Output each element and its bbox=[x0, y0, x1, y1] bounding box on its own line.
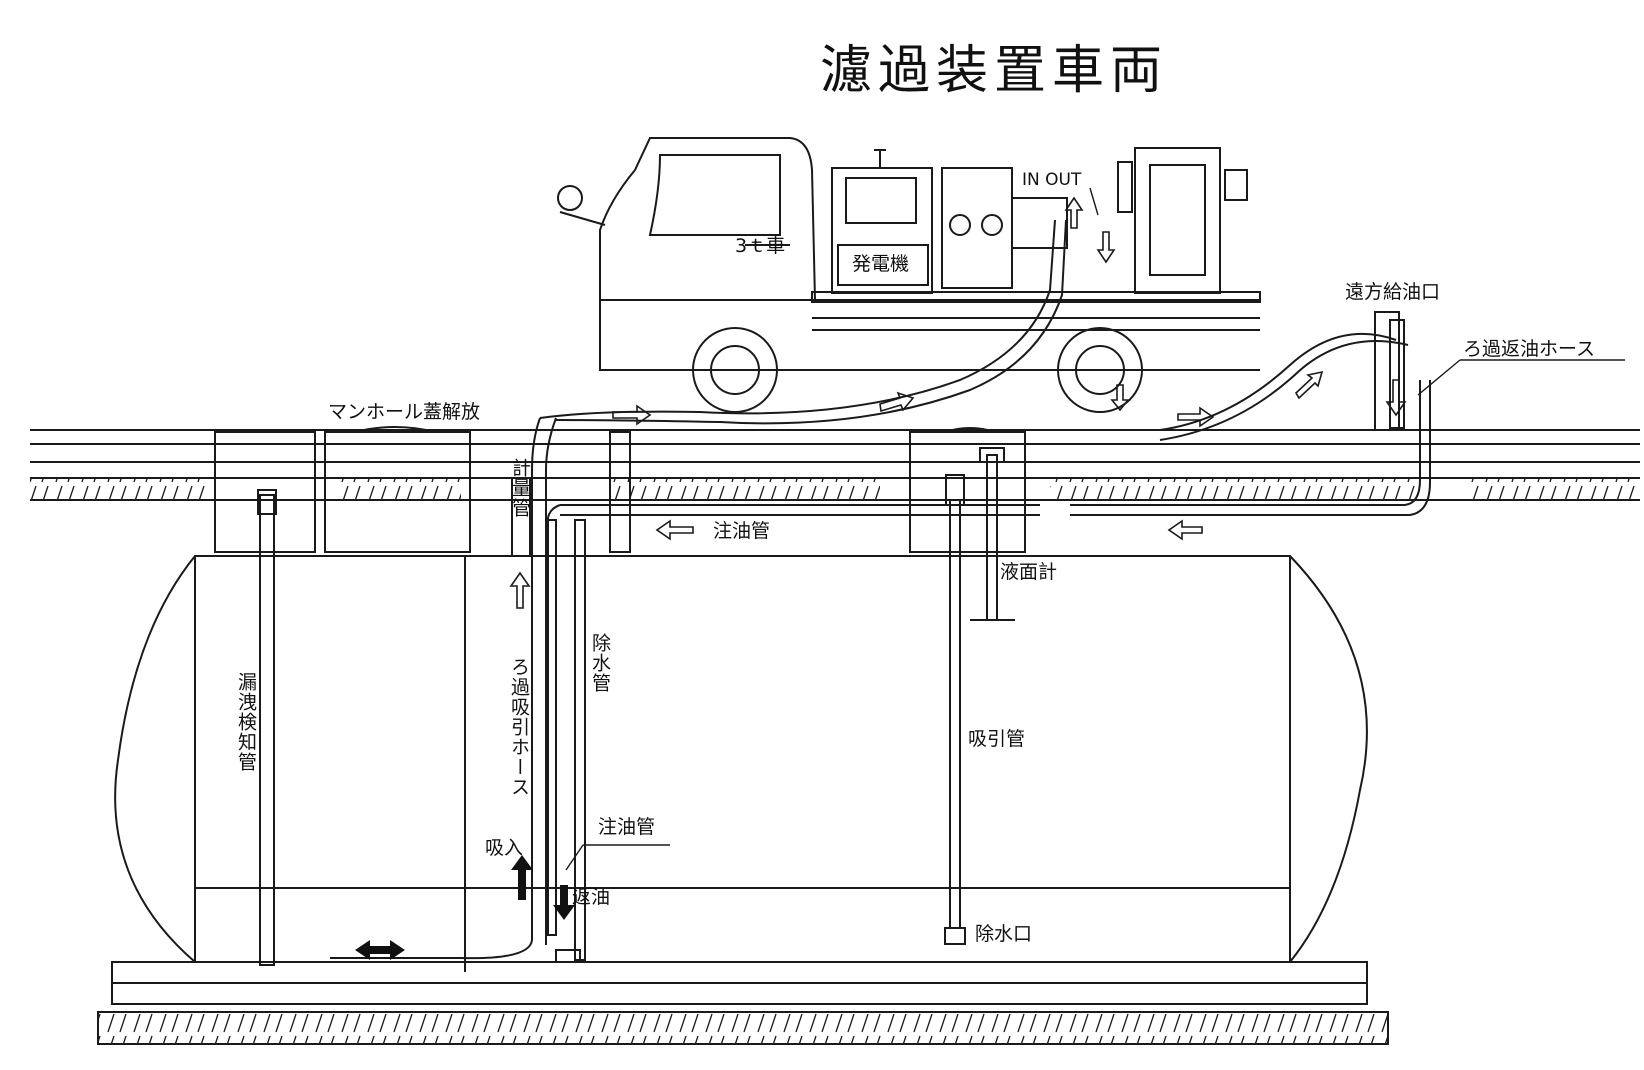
flow-arrows bbox=[509, 196, 1407, 609]
arrow-up-tank bbox=[509, 571, 531, 609]
label-generator: 発電機 bbox=[852, 253, 910, 275]
arrow-up-right bbox=[1294, 370, 1324, 400]
arrow-right-1 bbox=[612, 404, 652, 426]
diagram-title: 濾過装置車両 bbox=[820, 41, 1169, 101]
label-fill-pipe-inner: 注油管 bbox=[598, 816, 656, 838]
label-fill-pipe-top: 注油管 bbox=[713, 520, 771, 542]
label-manhole-open: マンホール蓋解放 bbox=[328, 401, 481, 423]
foundation-slab bbox=[97, 961, 1389, 1045]
fill-pipe bbox=[546, 504, 1040, 936]
label-truck-class: 3ｔ車 bbox=[735, 235, 786, 257]
arrow-left-return bbox=[1167, 519, 1203, 541]
label-filter-return-hose: ろ過返油ホース bbox=[1463, 338, 1596, 360]
arrow-down-remote bbox=[1385, 379, 1407, 417]
label-drain-pipe: 除水管 bbox=[589, 633, 611, 693]
truck bbox=[557, 137, 1261, 413]
label-filter-suction-hose: ろ過吸引ホース bbox=[508, 657, 530, 797]
arrow-right-3 bbox=[1177, 406, 1215, 428]
arrow-down-truck bbox=[1096, 231, 1116, 264]
leak-detection-pipe bbox=[257, 489, 277, 966]
label-level-gauge: 液面計 bbox=[1000, 561, 1058, 583]
level-gauge bbox=[970, 447, 1015, 621]
suction-pipe bbox=[944, 474, 966, 945]
label-metering-pipe: 計量管 bbox=[509, 458, 531, 518]
drain-pipe bbox=[555, 519, 586, 963]
manhole-pit-left bbox=[214, 426, 471, 553]
remote-fill-port bbox=[1374, 311, 1400, 431]
leader-lines bbox=[565, 187, 1625, 871]
arrow-down-wheel bbox=[1110, 384, 1130, 412]
label-in-out: IN OUT bbox=[1022, 170, 1082, 190]
road-suction-hose bbox=[539, 219, 1067, 425]
manhole-pit-center bbox=[609, 427, 1026, 553]
arrow-up-truck bbox=[1064, 196, 1084, 229]
return-arrow-icon bbox=[553, 885, 575, 920]
ground-slab bbox=[30, 429, 1640, 501]
label-suction-pipe: 吸引管 bbox=[968, 728, 1026, 750]
solid-arrows bbox=[355, 855, 575, 960]
label-return-oil: 返油 bbox=[572, 886, 611, 908]
label-remote-fill-port: 遠方給油口 bbox=[1345, 281, 1441, 303]
bidirectional-arrow-icon bbox=[355, 940, 405, 960]
label-drain-port: 除水口 bbox=[975, 923, 1033, 945]
label-leak-detection-pipe: 漏洩検知管 bbox=[235, 672, 257, 772]
arrow-left-fill bbox=[655, 519, 694, 541]
arrow-right-2 bbox=[879, 391, 915, 413]
label-suction: 吸入 bbox=[485, 837, 524, 859]
suction-arrow-icon bbox=[511, 855, 533, 900]
metering-pipe bbox=[511, 477, 531, 557]
underground-tank bbox=[114, 555, 1368, 972]
